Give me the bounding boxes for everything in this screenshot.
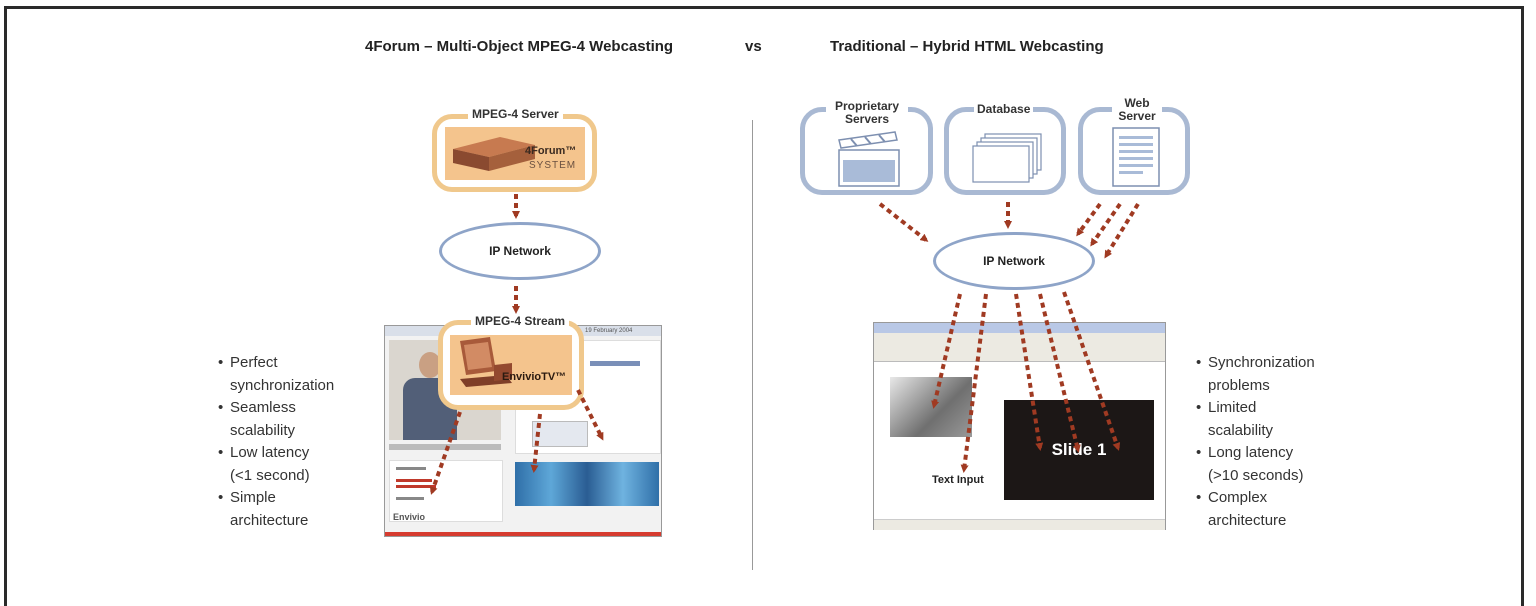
left-ip-network: IP Network: [439, 222, 601, 280]
figure-frame: [4, 6, 1524, 606]
right-title: Traditional – Hybrid HTML Webcasting: [830, 38, 1104, 55]
arrow-web-to-network-3: [1104, 202, 1140, 259]
right-bullet-3: Long latency(>10 seconds): [1196, 442, 1315, 487]
chapter-line-active: [396, 479, 432, 482]
arrows-layer: [429, 194, 1140, 495]
browser-window: Slide 1 Text Input: [873, 322, 1166, 530]
arrow-web-to-network-1: [1076, 202, 1102, 237]
center-divider: [752, 120, 753, 570]
client-footer-bar: [385, 532, 661, 536]
mpeg4-server-label: MPEG-4 Server: [468, 107, 563, 121]
left-title: 4Forum – Multi-Object MPEG-4 Webcasting: [365, 38, 674, 55]
vs-label: vs: [745, 38, 762, 55]
arrow-stream-to-media: [530, 413, 542, 473]
computer-icon: [460, 337, 512, 387]
slide-diagram: [532, 421, 588, 447]
client-brand: Envivio: [393, 512, 426, 522]
product-name: 4Forum™: [525, 145, 577, 157]
client-name: EnvivioTV™: [502, 371, 567, 383]
left-bullet-3: Low latency(<1 second): [218, 442, 334, 487]
arrow-stream-to-slide: [576, 389, 604, 441]
arrow-network-to-slide-3: [1062, 291, 1121, 451]
client-date: 19 February 2004: [585, 328, 633, 334]
arrow-network-to-photo: [931, 293, 962, 409]
web-page-icon: [1112, 127, 1160, 187]
left-ip-network-label: IP Network: [489, 244, 551, 258]
stream-panel: EnvivioTV™: [450, 335, 572, 395]
browser-toolbar: [874, 333, 1165, 362]
chapter-line: [396, 467, 426, 470]
media-thumbnail-strip: [515, 462, 659, 506]
product-sub: SYSTEM: [529, 160, 577, 171]
mpeg4-stream-label: MPEG-4 Stream: [471, 314, 570, 328]
right-ip-network-label: IP Network: [983, 254, 1045, 268]
arrow-network-to-slide-2: [1038, 293, 1081, 453]
database-label: Database: [974, 103, 1034, 116]
speaker-photo: [890, 377, 972, 437]
proprietary-servers-label: Proprietary Servers: [826, 100, 908, 126]
browser-statusbar: [874, 519, 1165, 530]
server-rack-icon: [453, 137, 535, 171]
server-panel: 4Forum™ SYSTEM: [445, 127, 585, 180]
right-ip-network: IP Network: [933, 232, 1095, 290]
mpeg4-stream-box: EnvivioTV™: [438, 320, 584, 410]
browser-titlebar: [874, 323, 1165, 333]
arrow-network-to-text: [960, 293, 988, 473]
chapter-line-2: [396, 497, 424, 500]
arrow-network-to-slide-1: [1014, 293, 1044, 451]
client-screenshot: 19 February 2004 Envivio: [384, 325, 662, 537]
chapter-list: [389, 460, 503, 522]
arrow-stream-to-chapters: [429, 411, 462, 495]
text-input-label: Text Input: [932, 474, 984, 486]
web-server-label: Web Server: [1112, 97, 1162, 123]
clapperboard-icon: [838, 131, 900, 187]
arrow-proprietary-to-network: [878, 202, 929, 242]
documents-icon: [972, 133, 1042, 183]
presenter-head: [419, 352, 441, 378]
arrow-web-to-network-2: [1090, 202, 1122, 247]
chapter-line-active-2: [396, 485, 436, 488]
slide-heading-bar: [590, 361, 640, 366]
mpeg4-server-box: 4Forum™ SYSTEM: [432, 114, 597, 192]
video-seekbar: [389, 444, 501, 450]
database-box: [944, 107, 1066, 195]
